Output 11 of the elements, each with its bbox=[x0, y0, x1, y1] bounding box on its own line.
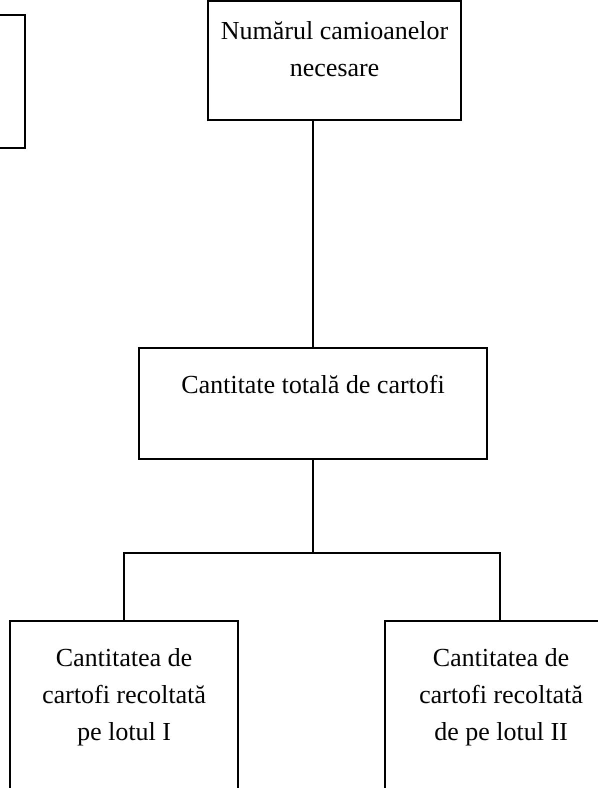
connector-line bbox=[312, 460, 501, 620]
box-text: Cantitatea de cartofi recoltată de pe lotul II bbox=[418, 642, 584, 748]
box-text: Cantitate totală de cartofi bbox=[181, 369, 445, 401]
box-text: Cantitatea de cartofi recoltată pe lotul I bbox=[41, 642, 207, 748]
partial-box bbox=[0, 14, 26, 149]
process-box bbox=[138, 347, 488, 460]
process-box bbox=[9, 620, 239, 788]
process-box bbox=[384, 620, 598, 788]
box-text: Numărul camioanelor necesare bbox=[220, 15, 450, 84]
process-box bbox=[207, 0, 462, 121]
connector-line bbox=[312, 121, 314, 347]
